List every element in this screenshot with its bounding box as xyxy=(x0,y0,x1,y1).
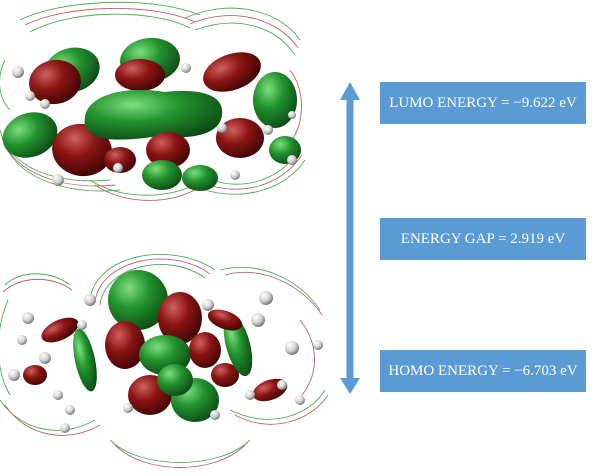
lumo-lobes xyxy=(2,37,301,191)
lumo-energy-label: LUMO ENERGY = −9.622 eV xyxy=(380,82,586,124)
lumo-orbital xyxy=(0,1,306,201)
homo-atoms xyxy=(8,291,323,433)
lumo-energy-text: LUMO ENERGY = −9.622 eV xyxy=(389,94,577,111)
homo-orbital xyxy=(0,253,329,468)
lumo-central-lobe xyxy=(84,89,223,140)
homo-contour-lines xyxy=(0,253,329,468)
energy-gap-label: ENERGY GAP = 2.919 eV xyxy=(380,218,586,260)
homo-energy-label: HOMO ENERGY = −6.703 eV xyxy=(380,350,586,392)
homo-lobes xyxy=(23,270,288,422)
energy-gap-arrow xyxy=(340,82,360,394)
energy-gap-text: ENERGY GAP = 2.919 eV xyxy=(400,230,566,247)
lumo-atoms xyxy=(12,63,297,186)
homo-energy-text: HOMO ENERGY = −6.703 eV xyxy=(388,362,578,379)
